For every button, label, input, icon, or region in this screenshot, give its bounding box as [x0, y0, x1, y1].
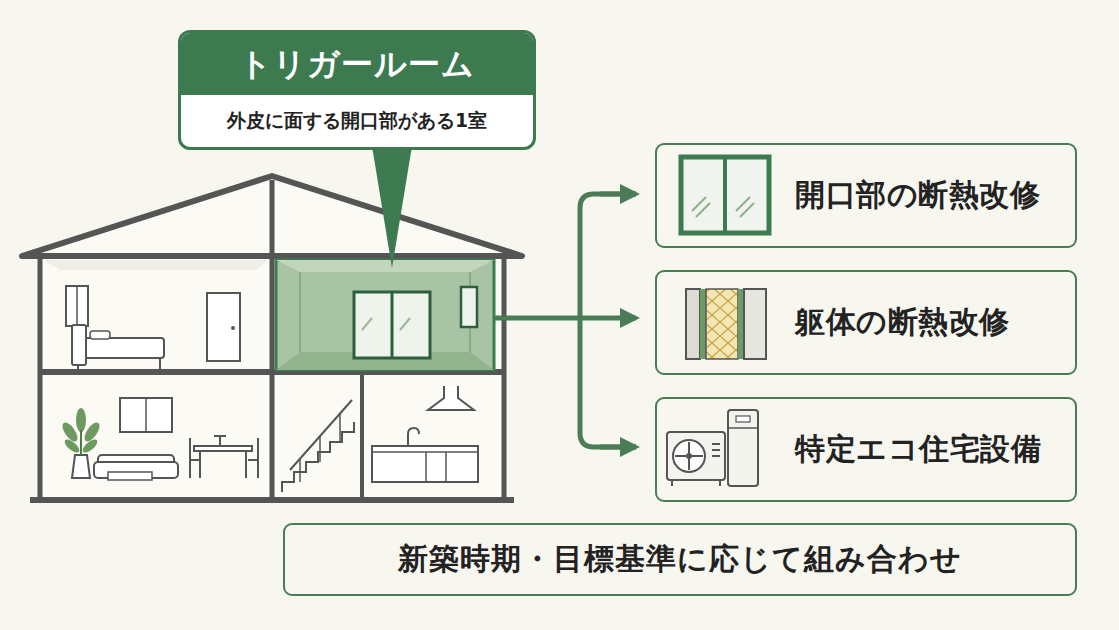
house	[22, 176, 522, 500]
box-label: 開口部の断熱改修	[795, 175, 1040, 216]
measure-box: 開口部の断熱改修	[655, 143, 1077, 248]
branch-arrows	[494, 194, 636, 447]
measure-box: 躯体の断熱改修	[655, 270, 1077, 375]
box-label: 特定エコ住宅設備	[795, 429, 1041, 470]
callout-body: 外皮に面する開口部がある1室	[181, 95, 533, 147]
callout-box: トリガールーム外皮に面する開口部がある1室	[178, 30, 536, 150]
window-icon	[681, 157, 769, 233]
measure-box: 特定エコ住宅設備	[655, 397, 1077, 502]
box-label: 躯体の断熱改修	[795, 302, 1010, 343]
box-label: 新築時期・目標基準に応じて組み合わせ	[398, 539, 962, 580]
wall-insulation-icon	[686, 289, 766, 359]
callout-title: トリガールーム	[181, 33, 533, 95]
eco-equipment-icon	[667, 410, 758, 486]
callout-pointer	[372, 146, 412, 268]
trigger-room	[276, 260, 494, 370]
summary-box: 新築時期・目標基準に応じて組み合わせ	[283, 523, 1077, 596]
